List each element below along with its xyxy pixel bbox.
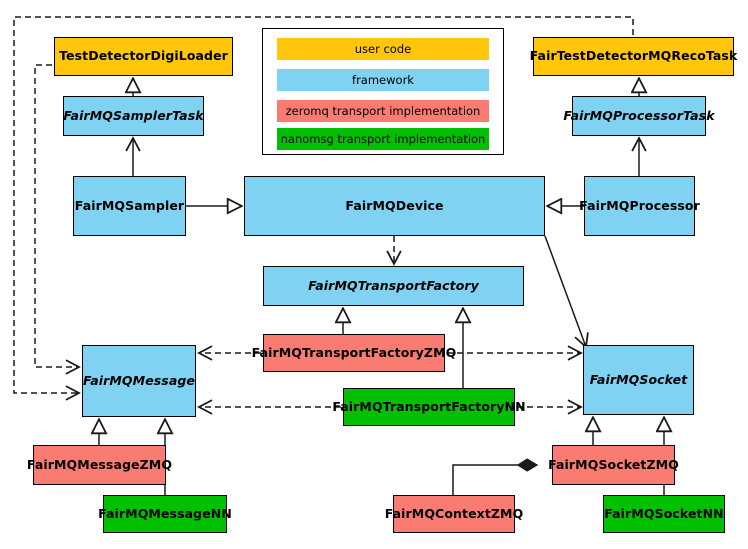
class-node-fairtestdetectormqrecotask[interactable]: FairTestDetectorMQRecoTask [530, 37, 737, 76]
class-label-fairmqsampler: FairMQSampler [74, 197, 185, 213]
class-node-fairmqtransportfactory[interactable]: FairMQTransportFactory [263, 266, 524, 306]
class-label-fairmqtransportfactory: FairMQTransportFactory [308, 277, 479, 293]
class-node-testdetectordigiloader[interactable]: TestDetectorDigiLoader [54, 37, 233, 76]
class-label-fairmqsamplertask: FairMQSamplerTask [63, 107, 204, 123]
class-node-fairmqprocessor[interactable]: FairMQProcessor [579, 176, 700, 236]
class-node-fairmqprocessortask[interactable]: FairMQProcessorTask [563, 96, 715, 136]
class-node-fairmqmessagenn[interactable]: FairMQMessageNN [98, 495, 232, 533]
legend-label-user-code: user code [354, 42, 412, 56]
legend-item-nanomsg: nanomsg transport implementation [277, 128, 489, 150]
class-label-fairmqtransportfactoryzmq: FairMQTransportFactoryZMQ [251, 344, 457, 360]
class-label-fairmqcontextzmq: FairMQContextZMQ [384, 505, 524, 521]
class-label-fairmqsocket: FairMQSocket [589, 371, 688, 387]
class-label-fairmqprocessortask: FairMQProcessorTask [563, 107, 715, 123]
class-node-fairmqcontextzmq[interactable]: FairMQContextZMQ [385, 495, 523, 533]
class-node-fairmqmessage[interactable]: FairMQMessage [82, 345, 196, 417]
class-node-fairmqtransportfactoryzmq[interactable]: FairMQTransportFactoryZMQ [252, 334, 456, 372]
color-legend: user code framework zeromq transport imp… [262, 28, 504, 155]
legend-item-user-code: user code [277, 38, 489, 60]
class-node-fairmqdevice[interactable]: FairMQDevice [244, 176, 545, 236]
edge-device-to-socket [544, 235, 589, 349]
legend-label-zeromq: zeromq transport implementation [285, 104, 481, 118]
class-label-fairmqmessage: FairMQMessage [83, 372, 196, 388]
class-node-fairmqtransportfactorynn[interactable]: FairMQTransportFactoryNN [332, 388, 526, 426]
class-label-fairmqmessagenn: FairMQMessageNN [98, 505, 232, 521]
legend-label-nanomsg: nanomsg transport implementation [280, 132, 486, 146]
class-label-testdetectordigiloader: TestDetectorDigiLoader [59, 48, 228, 64]
legend-item-framework: framework [277, 69, 489, 91]
class-label-fairmqmessagezmq: FairMQMessageZMQ [26, 456, 173, 472]
class-label-fairmqsocketnn: FairMQSocketNN [604, 505, 724, 521]
class-node-fairmqsocket[interactable]: FairMQSocket [583, 345, 694, 415]
class-label-fairmqdevice: FairMQDevice [345, 197, 444, 213]
class-label-fairmqprocessor: FairMQProcessor [579, 197, 700, 213]
class-node-fairmqmessagezmq[interactable]: FairMQMessageZMQ [27, 445, 172, 485]
legend-item-zeromq: zeromq transport implementation [277, 100, 489, 122]
class-node-fairmqsampler[interactable]: FairMQSampler [73, 176, 186, 236]
class-label-fairtestdetectormqrecotask: FairTestDetectorMQRecoTask [529, 48, 738, 64]
legend-label-framework: framework [352, 73, 414, 87]
class-label-fairmqsocketzmq: FairMQSocketZMQ [548, 456, 679, 472]
edge-contextzmq-to-socketzmq [452, 465, 537, 495]
class-node-fairmqsocketzmq[interactable]: FairMQSocketZMQ [548, 445, 679, 485]
class-node-fairmqsamplertask[interactable]: FairMQSamplerTask [63, 96, 204, 136]
class-label-fairmqtransportfactorynn: FairMQTransportFactoryNN [332, 398, 526, 414]
class-node-fairmqsocketnn[interactable]: FairMQSocketNN [603, 495, 725, 533]
